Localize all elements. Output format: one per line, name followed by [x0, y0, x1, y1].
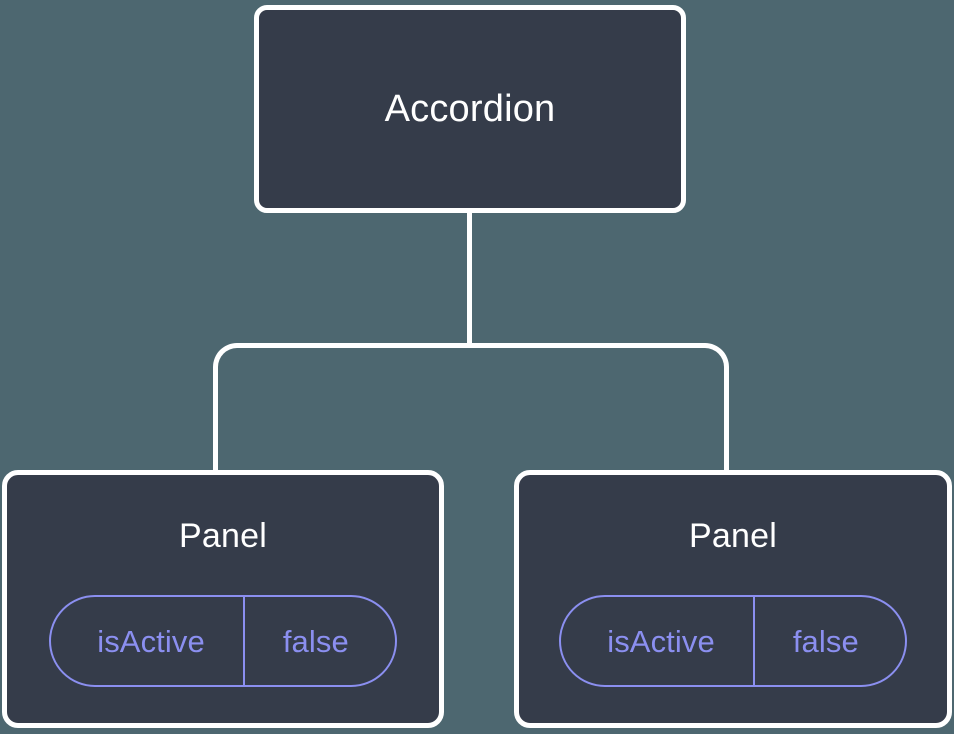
edge-bus-to-panel-1	[724, 378, 729, 472]
edge-bus-to-panel-0	[213, 378, 218, 472]
prop-pill-panel-1[interactable]: isActive false	[559, 595, 907, 687]
edge-horizontal-bus	[213, 343, 729, 383]
prop-value-isactive: false	[242, 597, 395, 685]
node-panel-1-label: Panel	[689, 517, 777, 555]
edge-root-to-bus	[467, 208, 472, 346]
node-panel-0-label: Panel	[179, 517, 267, 555]
node-panel-0[interactable]: Panel isActive false	[2, 470, 444, 728]
node-accordion[interactable]: Accordion	[254, 5, 686, 213]
node-accordion-label: Accordion	[384, 88, 556, 130]
prop-pill-panel-0[interactable]: isActive false	[49, 595, 397, 687]
prop-key-isactive: isActive	[97, 623, 205, 659]
node-panel-1[interactable]: Panel isActive false	[514, 470, 952, 728]
prop-value-isactive: false	[752, 597, 905, 685]
prop-key-isactive: isActive	[607, 623, 715, 659]
